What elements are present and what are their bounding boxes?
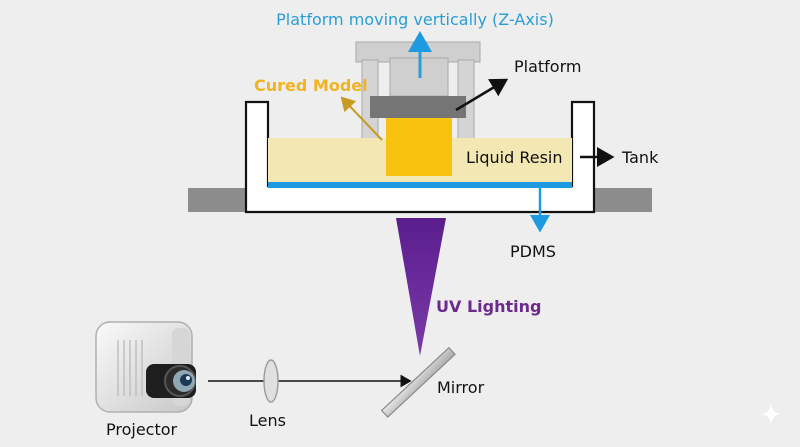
sparkle-icon [761, 403, 781, 425]
projector-icon [95, 321, 196, 413]
mirror-label: Mirror [437, 378, 485, 397]
uv-lighting-label: UV Lighting [436, 297, 541, 316]
tank [244, 100, 596, 214]
liquid-resin-label: Liquid Resin [466, 148, 563, 167]
mirror-icon [380, 346, 456, 418]
lens-label: Lens [249, 411, 286, 430]
uv-beam [396, 218, 446, 356]
projector-label: Projector [106, 420, 178, 439]
lens-icon [263, 359, 279, 403]
pdms-label: PDMS [510, 242, 556, 261]
cured-model-label: Cured Model [254, 76, 368, 95]
platform-label: Platform [514, 57, 581, 76]
cured-model-arrow [340, 96, 383, 141]
z-axis-label: Platform moving vertically (Z-Axis) [276, 10, 554, 29]
pdms-layer [268, 182, 572, 188]
tank-label: Tank [621, 148, 659, 167]
cured-model [386, 118, 452, 176]
platform-plate [370, 96, 466, 118]
platform-arrow [455, 78, 509, 112]
